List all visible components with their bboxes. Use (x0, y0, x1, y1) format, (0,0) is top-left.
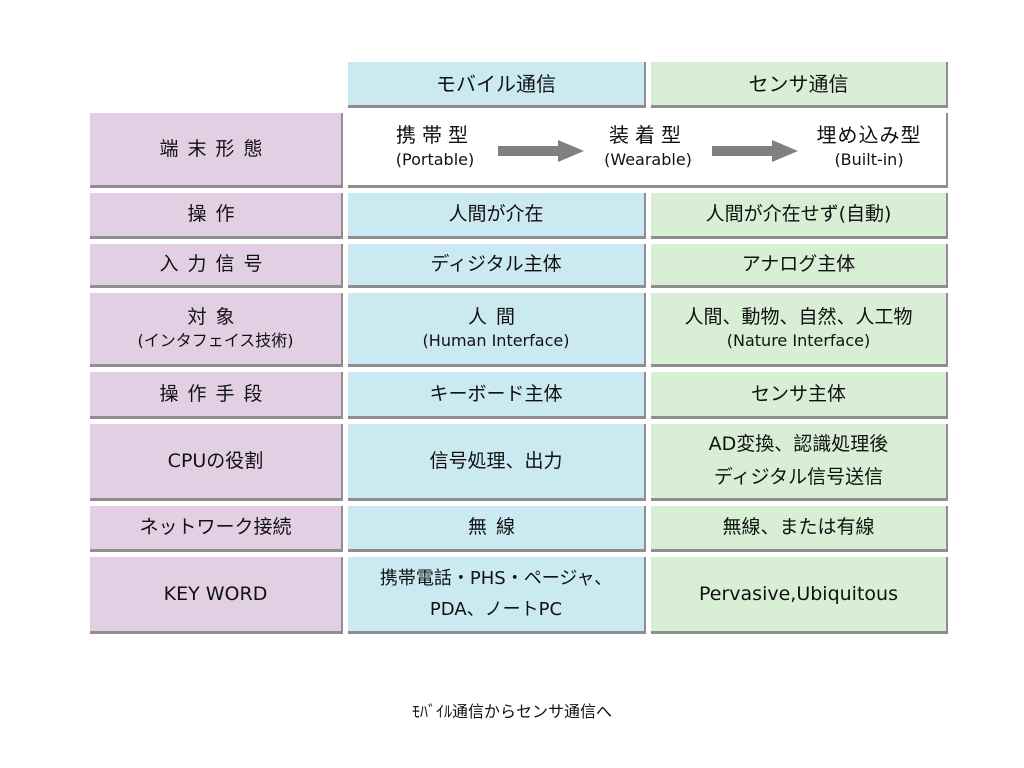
column-header-sensor-label: センサ通信 (748, 71, 849, 96)
cell-operation-mobile-text: 人間が介在 (448, 203, 544, 226)
cell-cpu-role-mobile: 信号処理、出力 (348, 424, 646, 501)
row-label-operation-text: 操作 (187, 203, 244, 226)
cell-input-signal-sensor: アナログ主体 (651, 244, 948, 288)
row-label-cpu-role: CPUの役割 (90, 424, 343, 501)
right-arrow-icon (712, 140, 798, 162)
cell-operation-means-mobile-text: キーボード主体 (429, 382, 563, 405)
cell-target-sensor-sub: (Nature Interface) (726, 331, 871, 351)
cell-target-sensor-text: 人間、動物、自然、人工物 (684, 305, 913, 328)
cell-operation-sensor: 人間が介在せず(自動) (651, 193, 948, 239)
stage-portable-english: (Portable) (395, 150, 475, 169)
cell-input-signal-mobile: ディジタル主体 (348, 244, 646, 288)
row-label-keyword-text: KEY WORD (163, 582, 268, 605)
form-factor-progression: 携帯型 (Portable) 装着型 (Wearable) 埋め込み型 (Bui… (348, 113, 948, 188)
cell-network-mobile-text: 無線 (467, 516, 524, 539)
stage-wearable-label: 装着型 (609, 123, 687, 147)
cell-operation-means-sensor-text: センサ主体 (750, 382, 846, 405)
stage-built-in-label: 埋め込み型 (816, 123, 922, 147)
column-header-mobile-label: モバイル通信 (436, 71, 556, 96)
stage-built-in-english: (Built-in) (834, 150, 904, 169)
cell-keyword-mobile-line2: PDA、ノートPC (429, 599, 563, 620)
cell-network-sensor-text: 無線、または有線 (722, 516, 875, 539)
cell-keyword-mobile: 携帯電話・PHS・ページャ、 PDA、ノートPC (348, 557, 646, 634)
stage-portable-label: 携帯型 (396, 123, 474, 147)
row-label-network-text: ネットワーク接続 (139, 516, 292, 539)
row-label-target: 対象 (インタフェイス技術) (90, 293, 343, 367)
cell-target-sensor: 人間、動物、自然、人工物 (Nature Interface) (651, 293, 948, 367)
stage-wearable-english: (Wearable) (604, 150, 692, 169)
cell-input-signal-sensor-text: アナログ主体 (741, 253, 856, 276)
cell-cpu-role-sensor: AD変換、認識処理後 ディジタル信号送信 (651, 424, 948, 501)
cell-operation-means-mobile: キーボード主体 (348, 372, 646, 419)
stage-built-in: 埋め込み型 (Built-in) (804, 122, 934, 171)
cell-keyword-sensor: Pervasive,Ubiquitous (651, 557, 948, 634)
row-label-input-signal: 入力信号 (90, 244, 343, 288)
row-label-network: ネットワーク接続 (90, 506, 343, 552)
cell-input-signal-mobile-text: ディジタル主体 (430, 253, 562, 276)
cell-operation-sensor-text: 人間が介在せず(自動) (705, 203, 892, 226)
row-label-operation-means-text: 操作手段 (159, 382, 272, 405)
column-header-mobile: モバイル通信 (348, 62, 646, 108)
stage-wearable: 装着型 (Wearable) (588, 122, 708, 171)
cell-keyword-mobile-line1: 携帯電話・PHS・ページャ、 (379, 567, 613, 589)
cell-cpu-role-sensor-line1: AD変換、認識処理後 (708, 432, 889, 455)
cell-operation-mobile: 人間が介在 (348, 193, 646, 239)
row-label-keyword: KEY WORD (90, 557, 343, 634)
cell-network-sensor: 無線、または有線 (651, 506, 948, 552)
row-label-target-text: 対象 (187, 305, 244, 328)
row-label-operation: 操作 (90, 193, 343, 239)
cell-network-mobile: 無線 (348, 506, 646, 552)
column-header-sensor: センサ通信 (651, 62, 948, 108)
cell-target-mobile: 人間 (Human Interface) (348, 293, 646, 367)
row-label-input-signal-text: 入力信号 (159, 253, 272, 276)
cell-cpu-role-sensor-line2: ディジタル信号送信 (713, 466, 884, 488)
row-label-operation-means: 操作手段 (90, 372, 343, 419)
slide-caption: ﾓﾊﾞｲﾙ通信からセンサ通信へ (411, 702, 612, 721)
cell-keyword-sensor-text: Pervasive,Ubiquitous (699, 582, 898, 605)
cell-cpu-role-mobile-text: 信号処理、出力 (429, 449, 563, 472)
stage-portable: 携帯型 (Portable) (380, 122, 490, 171)
row-label-form-factor: 端末形態 (90, 113, 343, 188)
row-label-cpu-role-text: CPUの役割 (167, 449, 264, 472)
row-label-form-factor-text: 端末形態 (159, 137, 272, 160)
cell-operation-means-sensor: センサ主体 (651, 372, 948, 419)
right-arrow-icon (498, 140, 584, 162)
row-label-target-sub: (インタフェイス技術) (137, 331, 294, 351)
cell-target-mobile-sub: (Human Interface) (422, 331, 570, 351)
cell-target-mobile-text: 人間 (467, 305, 524, 328)
